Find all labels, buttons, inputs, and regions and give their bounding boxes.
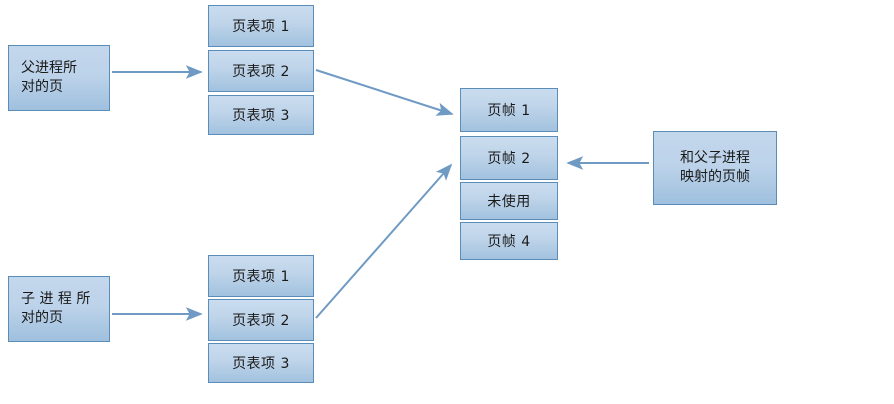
page-frame-label-unused: 未使用 [487,194,531,210]
child-pte-row-2[interactable]: 页表项 2 [208,299,314,341]
child-pte-label-2: 页表项 2 [232,313,290,329]
child-pte-row-3[interactable]: 页表项 3 [208,343,314,383]
parent-pte-label-3: 页表项 3 [232,108,290,124]
parent-pte-label-1: 页表项 1 [232,19,290,35]
page-frame-row-1[interactable]: 页帧 1 [460,88,558,132]
parent-process-label: 父进程所 对的页 [21,60,77,95]
parent-pte-label-2: 页表项 2 [232,64,290,80]
parent-pte-row-2[interactable]: 页表项 2 [208,50,314,92]
child-process-label: 子 进 程 所 对的页 [21,291,91,326]
child-pte-label-3: 页表项 3 [232,356,290,372]
page-frame-label-2: 页帧 2 [487,151,531,167]
child-process-box[interactable]: 子 进 程 所 对的页 [8,276,110,342]
arrow-parent-pte2-to-frame1 [315,69,454,116]
mapped-frames-note-box[interactable]: 和父子进程 映射的页帧 [653,131,777,205]
page-frame-label-4: 页帧 4 [487,234,531,250]
page-frame-row-4[interactable]: 页帧 4 [460,222,558,260]
mapped-frames-note-label: 和父子进程 映射的页帧 [680,150,750,185]
parent-pte-row-1[interactable]: 页表项 1 [208,5,314,47]
parent-pte-row-3[interactable]: 页表项 3 [208,95,314,135]
page-frame-row-unused[interactable]: 未使用 [460,182,558,220]
page-frame-label-1: 页帧 1 [487,103,531,119]
parent-process-box[interactable]: 父进程所 对的页 [8,45,110,111]
arrow-child-pte2-to-frame2 [315,163,453,319]
child-pte-row-1[interactable]: 页表项 1 [208,255,314,297]
page-frame-row-2[interactable]: 页帧 2 [460,136,558,180]
child-pte-label-1: 页表项 1 [232,269,290,285]
